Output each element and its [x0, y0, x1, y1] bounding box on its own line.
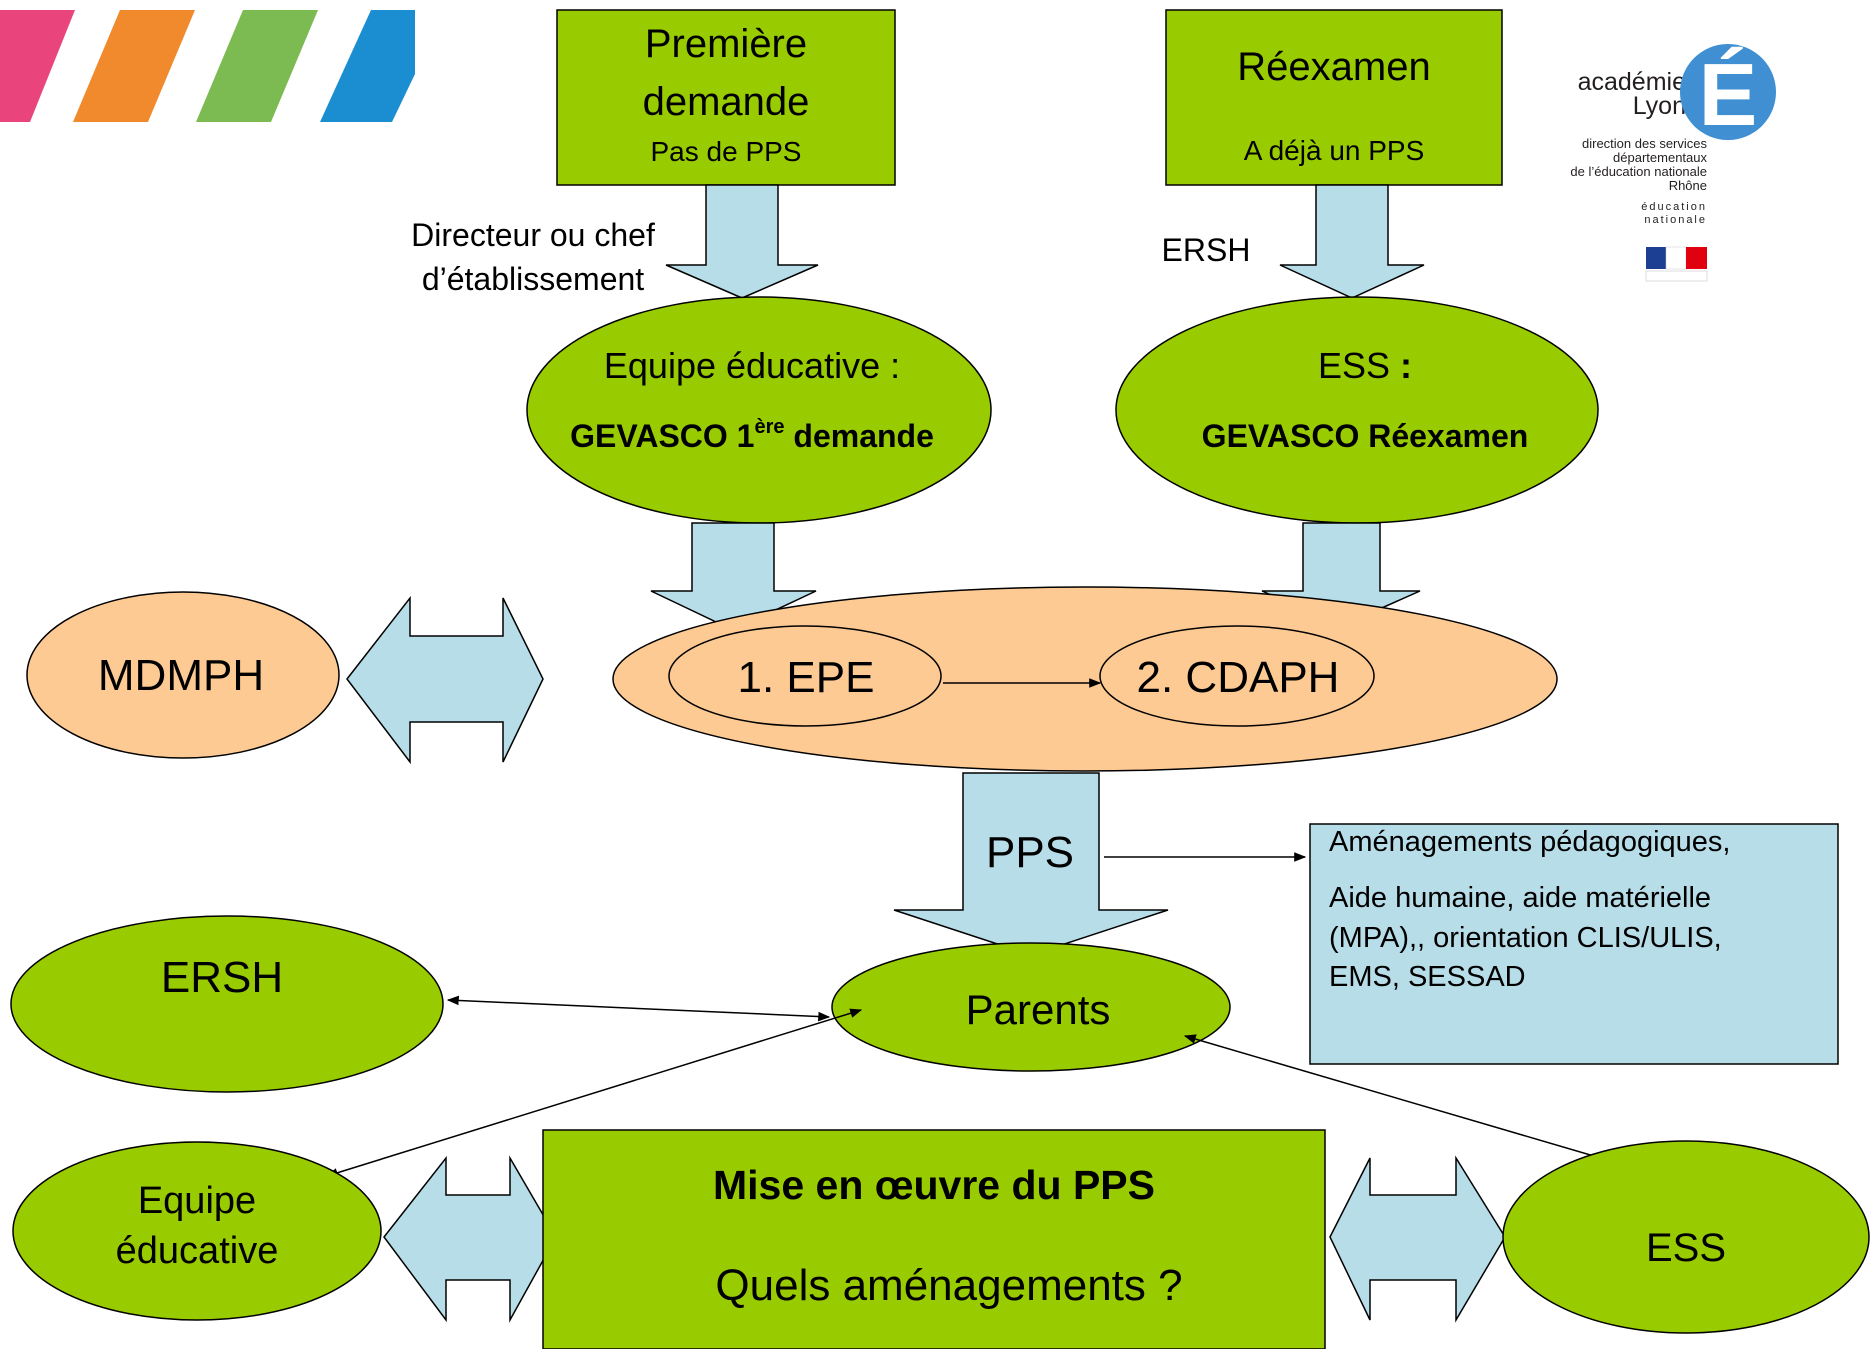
adjustments-line4: EMS, SESSAD [1329, 961, 1526, 993]
ess-ellipse-line1: ESS : [1318, 345, 1412, 386]
ess-ellipse-line2: GEVASCO Réexamen [1202, 418, 1529, 454]
logo-line1: direction des services [1582, 136, 1707, 151]
parents-label: Parents [966, 986, 1111, 1033]
mdmph-double-arrow [346, 595, 544, 765]
adjustments-line1: Aménagements pédagogiques, [1329, 826, 1730, 858]
cdaph-label: 2. CDAPH [1137, 653, 1340, 702]
team-ellipse-line1: Equipe éducative : [604, 345, 900, 386]
first-request-title-1: Première [645, 22, 807, 66]
stripe-blue [320, 10, 415, 122]
review-subtitle: A déjà un PPS [1244, 135, 1425, 166]
logo-lyon: Lyon [1633, 92, 1686, 120]
implementation-ess-double-arrow [1329, 1155, 1506, 1323]
review-title: Réexamen [1237, 45, 1430, 89]
team-ellipse-line2: GEVASCO 1ère demande [570, 416, 934, 454]
ess-bottom-label: ESS [1646, 1226, 1726, 1270]
implementation-question: Quels aménagements ? [715, 1261, 1182, 1310]
team-ellipse: Equipe éducative : GEVASCO 1ère demande [526, 296, 992, 524]
review-box: Réexamen A déjà un PPS [1165, 9, 1503, 186]
adjustments-line2: Aide humaine, aide matérielle [1329, 882, 1711, 914]
academie-logo: académie Lyon É direction des services d… [1570, 44, 1776, 282]
first-request-subtitle: Pas de PPS [651, 136, 802, 167]
process-ellipse: 1. EPE 2. CDAPH [612, 586, 1558, 772]
logo-e-letter: É [1699, 45, 1758, 144]
team-bottom-line1: Equipe [138, 1180, 256, 1222]
implementation-title: Mise en œuvre du PPS [713, 1162, 1155, 1208]
ess-ellipse: ESS : GEVASCO Réexamen [1115, 296, 1599, 524]
adjustments-line3: (MPA),, orientation CLIS/ULIS, [1329, 922, 1722, 954]
first-request-title-2: demande [643, 80, 810, 124]
cdaph-ellipse [1099, 625, 1375, 727]
mdmph-ellipse: MDMPH [26, 591, 340, 759]
down-arrow-first-request [665, 184, 819, 299]
ersh-top-label: ERSH [1162, 232, 1251, 268]
first-request-box: Première demande Pas de PPS [556, 9, 896, 186]
ersh-ellipse: ERSH [10, 915, 444, 1093]
logo-line2: départementaux [1613, 150, 1707, 165]
mdmph-label: MDMPH [98, 651, 264, 700]
epe-ellipse [668, 625, 942, 727]
parents-ellipse: Parents [831, 942, 1231, 1072]
stripe-green [196, 10, 318, 122]
logo-edu1: éducation [1641, 201, 1707, 213]
pps-label: PPS [986, 828, 1074, 877]
team-bottom-line2: éducative [116, 1230, 279, 1272]
decorative-stripes [0, 10, 415, 122]
implementation-box: Mise en œuvre du PPS Quels aménagements … [542, 1129, 1326, 1349]
logo-e-circle [1680, 44, 1776, 140]
french-flag-marianne [1645, 246, 1708, 282]
logo-line3: de l’éducation nationale [1570, 164, 1707, 179]
pps-down-arrow [893, 772, 1169, 956]
adjustments-box: Aménagements pédagogiques, Aide humaine,… [1309, 823, 1839, 1065]
down-arrow-review [1279, 184, 1425, 299]
team-bottom-ellipse: Equipe éducative [12, 1141, 382, 1321]
ersh-label: ERSH [161, 953, 283, 1002]
logo-line4: Rhône [1669, 178, 1707, 193]
logo-academie: académie [1578, 68, 1686, 96]
team-implementation-double-arrow [383, 1155, 557, 1323]
director-label-1: Directeur ou chef [411, 217, 655, 253]
epe-label: 1. EPE [738, 653, 875, 702]
ess-bottom-ellipse: ESS [1502, 1140, 1870, 1334]
logo-edu2: nationale [1644, 214, 1707, 226]
stripe-pink [0, 10, 75, 122]
director-label-2: d’établissement [422, 261, 644, 297]
ersh-parents-link [446, 995, 831, 1022]
stripe-orange [73, 10, 195, 122]
team-parents-link [325, 1008, 863, 1178]
